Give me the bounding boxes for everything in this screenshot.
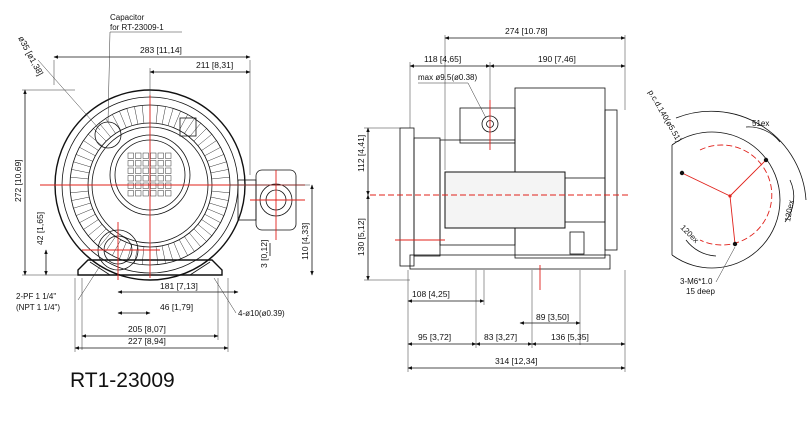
- capacitor: [94, 121, 122, 149]
- dim-83: 83 [3,27]: [484, 332, 517, 342]
- angle-120-left-label: 120ex: [679, 223, 701, 245]
- mount-holes-label: 4-ø10(ø0.39): [238, 309, 285, 318]
- dim-136: 136 [5,35]: [551, 332, 589, 342]
- dim-3: 3 [0,12]: [259, 240, 269, 268]
- dim-283: 283 [11,14]: [140, 45, 182, 55]
- front-dimensions: 283 [11,14] 211 [8,31] 272 [10,69] 42 [1…: [13, 13, 314, 392]
- dim-205: 205 [8,07]: [128, 324, 166, 334]
- dim-181: 181 [7,13]: [160, 281, 198, 291]
- dim-dia35: ø35 [ø1,38]: [16, 34, 45, 77]
- dim-118: 118 [4,65]: [424, 54, 461, 64]
- dim-110: 110 [4,33]: [300, 223, 310, 260]
- dim-211: 211 [8,31]: [196, 60, 233, 70]
- port-label: 2-PF 1 1/4": [16, 292, 56, 301]
- dim-274: 274 [10.78]: [505, 26, 548, 36]
- capacitor-label: Capacitor: [110, 13, 145, 22]
- fan-grille: [127, 152, 172, 197]
- dim-272: 272 [10,69]: [13, 159, 23, 202]
- side-view: [370, 87, 630, 290]
- pcd-label: p.c.d.140(ø5.51): [646, 89, 683, 145]
- dim-190: 190 [7,46]: [538, 54, 576, 64]
- dim-108: 108 [4,25]: [412, 289, 450, 299]
- tap-depth-label: 15 deep: [686, 287, 715, 296]
- dim-42: 42 [1,65]: [35, 212, 45, 245]
- dim-130: 130 [5,12]: [356, 218, 366, 256]
- angle-51-label: 51ex: [752, 119, 769, 128]
- flange-detail: p.c.d.140(ø5.51) 51ex 120ex 120ex 3-M6*1…: [646, 89, 807, 296]
- angle-120-right-label: 120ex: [783, 199, 796, 222]
- front-view: [40, 89, 305, 281]
- dim-46: 46 [1,79]: [160, 302, 193, 312]
- dim-89: 89 [3,50]: [536, 312, 569, 322]
- capacitor-model: for RT-23009-1: [110, 23, 164, 32]
- dim-314: 314 [12,34]: [495, 356, 538, 366]
- tap-label: 3-M6*1.0: [680, 277, 713, 286]
- dim-227: 227 [8,94]: [128, 336, 166, 346]
- max-dia-label: max ø9.5(ø0.38): [418, 73, 477, 82]
- port-label-npt: (NPT 1 1/4"): [16, 303, 60, 312]
- side-dimensions: 274 [10.78] 118 [4,65] 190 [7,46] max ø9…: [356, 26, 626, 372]
- dim-112: 112 [4,41]: [356, 135, 366, 172]
- junction-box: [459, 107, 516, 144]
- model-title: RT1-23009: [70, 369, 175, 392]
- dim-95: 95 [3,72]: [418, 332, 451, 342]
